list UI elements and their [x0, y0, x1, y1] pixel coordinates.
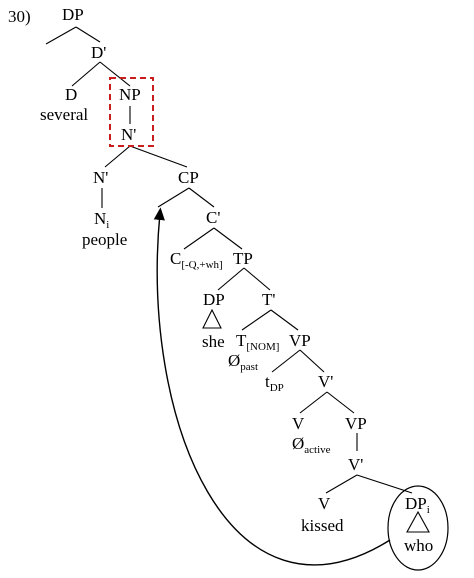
- example-number: 30): [8, 7, 31, 26]
- node-n-head: Ni: [94, 209, 109, 231]
- node-dp-object: DPi: [405, 494, 430, 516]
- c-head-features: [-Q,+wh]: [181, 259, 222, 271]
- edge-nbar-nbar: [104, 145, 131, 168]
- node-v-bar-upper: V': [318, 372, 333, 391]
- c-head-label: C: [170, 249, 181, 268]
- edge-cbar-c: [183, 227, 215, 250]
- node-dp-root: DP: [62, 5, 84, 24]
- edge-dp-dbar: [75, 26, 101, 43]
- edge-vp-vbar: [299, 349, 325, 373]
- np-highlight-box: [109, 77, 154, 147]
- dp-object-triangle: [406, 510, 430, 533]
- node-tp: TP: [233, 249, 253, 268]
- node-vp-upper: VP: [289, 331, 311, 350]
- edge-cbar-tp: [213, 227, 243, 250]
- node-t-bar: T': [262, 290, 275, 309]
- edge-dbar-d: [71, 61, 101, 87]
- word-kissed: kissed: [301, 516, 344, 535]
- v-null-sub: active: [304, 444, 330, 456]
- n-head-index: i: [106, 219, 109, 231]
- edge-vbar-dp: [356, 474, 413, 494]
- node-np: NP: [119, 85, 141, 104]
- word-who: who: [404, 536, 433, 555]
- node-t-null: Øpast: [228, 351, 258, 373]
- edge-vbar-v-lower: [325, 474, 358, 494]
- word-several: several: [40, 105, 88, 124]
- node-t-head: T[NOM]: [236, 331, 279, 353]
- edge-tp-tbar: [243, 267, 271, 291]
- dp-subject-triangle: [202, 308, 222, 329]
- node-v-lower: V: [318, 494, 331, 513]
- edge-vp-trace: [271, 349, 301, 373]
- node-c-bar: C': [206, 208, 220, 227]
- edge-cp-spec: [157, 187, 190, 208]
- word-people: people: [82, 230, 127, 249]
- edge-nbar-cp: [129, 145, 188, 168]
- edge-vbar-v: [299, 391, 328, 414]
- edge-tbar-vp: [270, 309, 299, 331]
- edge-dbar-np: [99, 61, 131, 87]
- moved-dp-circle: [387, 485, 449, 571]
- node-n-bar-lower: N': [93, 168, 108, 187]
- edge-cp-cbar: [188, 187, 215, 208]
- node-v-upper: V: [292, 414, 305, 433]
- node-d-bar: D': [91, 43, 106, 62]
- node-vp-lower: VP: [345, 414, 367, 433]
- movement-arrow: [153, 207, 391, 566]
- node-c-head: C[-Q,+wh]: [170, 249, 223, 271]
- node-n-bar-upper: N': [121, 125, 136, 144]
- t-head-label: T: [236, 331, 247, 350]
- t-null-sub: past: [240, 361, 258, 373]
- dp-object-index: i: [427, 504, 430, 516]
- node-dp-subject: DP: [203, 290, 225, 309]
- n-head-label: N: [94, 209, 106, 228]
- t-null-symbol: Ø: [228, 351, 240, 370]
- trace-label: t: [265, 372, 270, 391]
- t-head-features: [NOM]: [246, 341, 279, 353]
- edge-tbar-t: [241, 309, 272, 331]
- trace-sub: DP: [270, 382, 284, 394]
- dp-object-label: DP: [405, 494, 427, 513]
- v-null-symbol: Ø: [292, 434, 304, 453]
- edge-vbar-vp: [326, 391, 355, 414]
- word-she: she: [202, 332, 225, 351]
- node-trace: tDP: [265, 372, 284, 394]
- edge-tp-dp: [217, 267, 245, 291]
- node-cp: CP: [178, 168, 199, 187]
- node-d-head: D: [65, 85, 77, 104]
- edge-dp-spec: [45, 26, 77, 45]
- node-v-null: Øactive: [292, 434, 331, 456]
- tree-branches: [45, 26, 413, 494]
- node-v-bar-lower: V': [348, 455, 363, 474]
